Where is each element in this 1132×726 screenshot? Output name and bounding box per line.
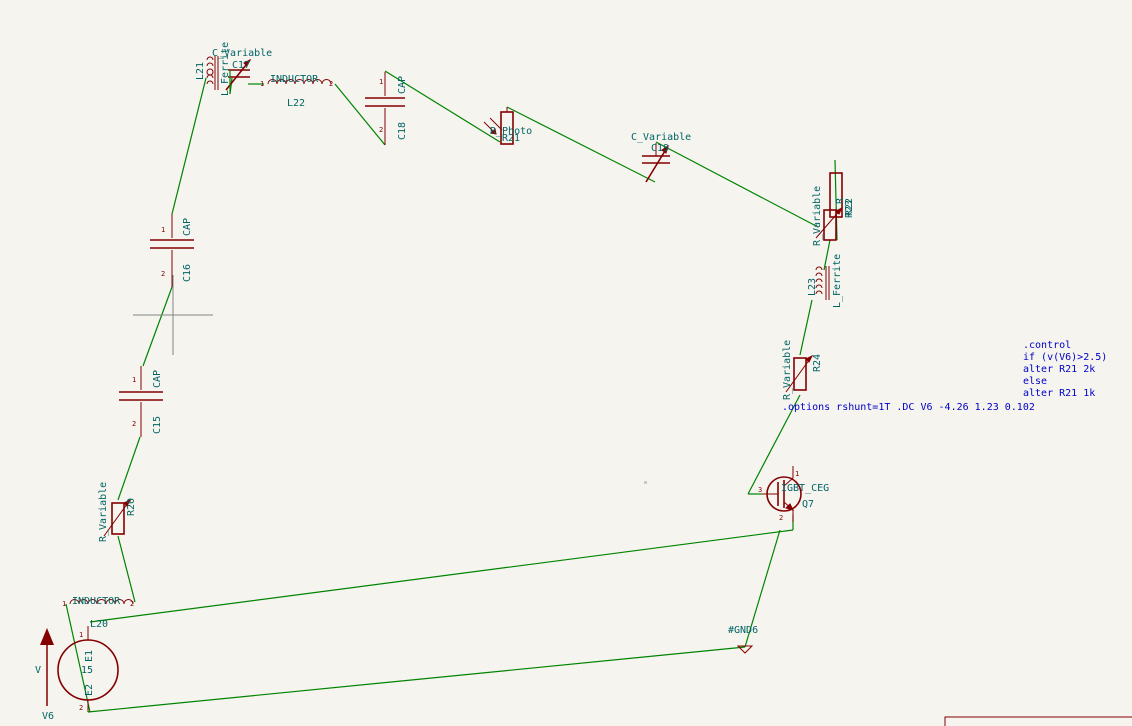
v6-value: V [35,665,41,676]
c16-ref: C16 [182,264,193,282]
c16-value: CAP [182,218,193,236]
svg-text:2: 2 [132,420,136,428]
q7-ref: Q7 [802,499,814,510]
l23-ref: L23 [807,278,818,296]
ground-icon [736,645,754,654]
wire-v6-gnd [87,646,746,713]
c15-value: CAP [152,370,163,388]
c19-value: C_Variable [631,132,691,143]
spice-directives: .options rshunt=1T .DC V6 -4.26 1.23 0.1… [782,340,1107,413]
c15-ref: C15 [152,416,163,434]
origin-cross [133,275,213,355]
l21-ref: L21 [195,62,206,80]
c17-value: C_Variable [212,48,272,59]
svg-text:2: 2 [79,704,83,712]
wire-r20-l20 [117,535,136,603]
wire-r21-c19 [506,106,656,183]
svg-text:3: 3 [758,486,762,494]
control-line-3: alter R21 2k [1023,364,1095,375]
control-line-1: .control [1023,340,1071,351]
r20-value: R_Variable [98,482,109,542]
svg-text:1: 1 [379,78,383,86]
svg-text:1: 1 [795,470,799,478]
capacitor-c19[interactable]: C_Variable C19 [631,132,691,183]
r24-ref: R24 [812,354,823,372]
r23-value: R_Variable [812,186,823,246]
wire-l23-r24 [799,299,813,356]
svg-text:1: 1 [79,631,83,639]
inductor-l21[interactable]: L21 L_Ferrite [195,42,231,96]
wire-c19-r23 [655,141,819,228]
capacitor-c17[interactable]: C_Variable C17 [212,48,272,94]
l22-ref: L22 [287,98,305,109]
center-marker [644,481,647,484]
control-line-5: alter R21 1k [1023,388,1095,399]
arrow-up-icon [40,628,54,645]
wire-r23-l23 [823,239,831,271]
ground-gnd6[interactable]: #GND6 [728,625,758,654]
svg-text:2: 2 [130,600,134,608]
capacitor-c15[interactable]: 1 2 CAP C15 [119,366,163,437]
wire-l20-q7 [89,529,794,623]
v6-ref: V6 [42,711,54,722]
r23-ref: R23 [844,200,855,218]
l21-value: L_Ferrite [220,42,231,96]
inductor-l23[interactable]: L23 L_Ferrite [807,254,843,308]
l20-value: INDUCTOR [72,596,121,607]
title-block-corner [944,716,1132,726]
svg-text:2: 2 [161,270,165,278]
wire-l22-c18 [334,83,386,146]
wire-r24-q7 [747,394,801,495]
resistor-r20[interactable]: R_Variable R20 [98,482,137,542]
l22-value: INDUCTOR [270,74,319,85]
wire-c16-c15 [142,286,173,367]
svg-text:2: 2 [379,126,383,134]
r22-value: R [835,197,846,204]
r21-ref: R21 [502,133,520,144]
svg-text:2: 2 [779,514,783,522]
r20-ref: R20 [126,498,137,516]
wire-c15-r20 [117,436,141,501]
svg-text:2: 2 [329,80,333,88]
l20-ref: L20 [90,619,108,630]
svg-text:1: 1 [161,226,165,234]
resistor-r24[interactable]: R_Variable R24 [782,340,823,400]
v6-pin-minus: E2 [84,684,95,696]
c17-ref: C17 [232,60,250,71]
r21-value: R_Photo [490,126,532,137]
control-line-2: if (v(V6)>2.5) [1023,352,1107,363]
v6-pin-plus: E1 [84,650,95,662]
capacitor-c18[interactable]: 1 2 CAP C18 [365,72,408,145]
wires [65,70,838,713]
inductor-l20[interactable]: 1 2 INDUCTOR L20 [62,596,134,630]
r22-ref: R22 [844,198,855,216]
svg-text:1: 1 [260,80,264,88]
l23-value: L_Ferrite [832,254,843,308]
inductor-l22[interactable]: 1 2 INDUCTOR L22 [260,74,333,109]
capacitor-c16[interactable]: 1 2 CAP C16 [150,214,194,287]
q7-value: IGBT_CEG [781,483,829,494]
transistor-q7[interactable]: 3 1 2 IGBT_CEG Q7 [758,466,829,522]
wire-l20-v6 [65,603,91,713]
c18-ref: C18 [397,122,408,140]
resistor-r23[interactable]: R_Variable R23 [812,186,855,246]
c19-ref: C19 [651,143,669,154]
svg-text:1: 1 [132,376,136,384]
control-line-4: else [1023,376,1047,387]
voltage-source-v6[interactable]: 1 2 E1 E2 15 V V6 [35,626,119,722]
wire-c18-r21 [384,70,501,143]
v6-source-value: 15 [81,665,93,676]
svg-text:1: 1 [62,600,66,608]
wire-c16-l21 [171,77,207,215]
options-directive: .options rshunt=1T .DC V6 -4.26 1.23 0.1… [782,402,1035,413]
wire-q7-gnd [744,529,781,648]
resistor-r21[interactable]: R_Photo R21 [483,107,532,145]
gnd6-ref: #GND6 [728,625,758,636]
c18-value: CAP [397,76,408,94]
r24-value: R_Variable [782,340,793,400]
